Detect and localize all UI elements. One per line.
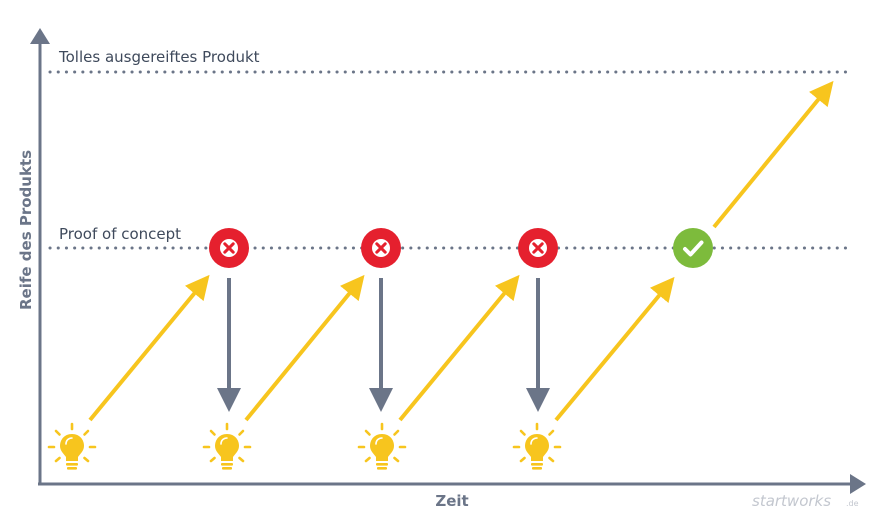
y-axis (30, 28, 50, 484)
x-icon (361, 228, 401, 268)
y-axis-label: Reife des Produkts (17, 150, 35, 310)
final-rise-arrow (712, 80, 834, 229)
lightbulb-icon (512, 422, 562, 471)
startworks-logo: startworks .de (752, 492, 859, 510)
level-label-top: Tolles ausgereiftes Produkt (58, 48, 260, 66)
x-axis-arrowhead (850, 474, 866, 494)
y-axis-arrowhead (30, 28, 50, 44)
rise-arrow (554, 276, 675, 422)
logo-text: startworks (752, 492, 831, 510)
x-axis (38, 474, 866, 494)
attempt-1 (88, 274, 241, 422)
rise-arrow (398, 274, 520, 422)
x-icon (209, 228, 249, 268)
lightbulb-icon (202, 422, 252, 471)
lightbulb-icon (47, 422, 97, 471)
level-label-middle: Proof of concept (59, 225, 181, 243)
lightbulb-icon (357, 422, 407, 471)
logo-suffix: .de (846, 499, 859, 508)
check-icon (673, 228, 713, 268)
attempt-4 (554, 80, 834, 422)
x-axis-label: Zeit (435, 492, 468, 510)
rise-arrow (88, 274, 210, 422)
attempt-3 (398, 274, 550, 422)
x-icon (518, 228, 558, 268)
attempt-2 (244, 274, 393, 422)
rise-arrow (244, 274, 365, 422)
